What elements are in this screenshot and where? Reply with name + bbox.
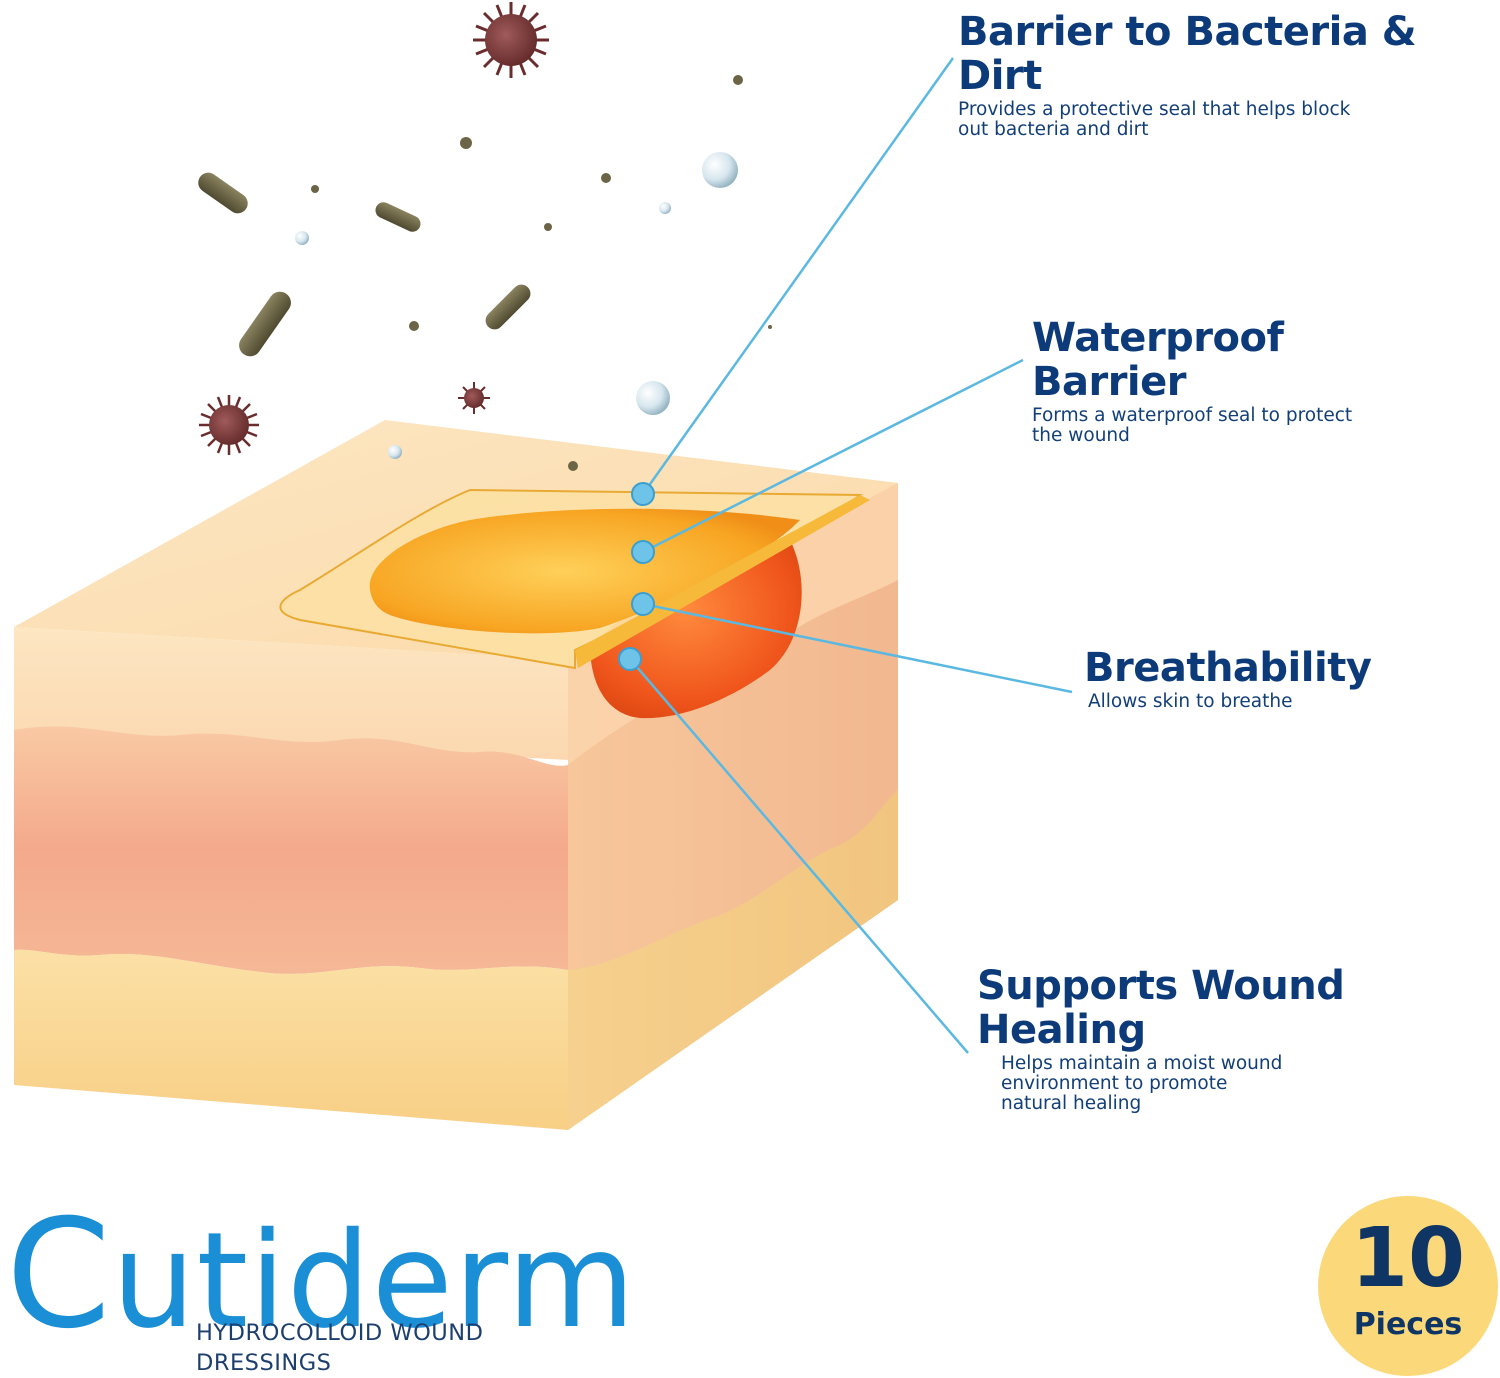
dirt-speck [733,75,743,85]
bacteria-group [198,172,531,357]
leader-line-healing [629,658,969,1054]
leader-dots [618,482,655,671]
bacteria-rod-icon [375,202,421,232]
leader-lines [629,57,1073,1054]
fat-layer [14,949,568,1130]
water-droplet-icon [388,445,402,459]
callout-title: Barrier to Bacteria & Dirt [958,9,1417,99]
dirt-specks [311,75,772,471]
brand-name-rest: utiderm [111,1204,637,1358]
callout-text: Provides a protective seal that helps bl… [958,99,1351,140]
callout-text: Forms a waterproof seal to protect the w… [1032,405,1353,446]
virus-group [199,2,549,455]
callout-text: Helps maintain a moist wound environment… [1001,1053,1283,1114]
water-droplet-icon [295,231,309,245]
leader-line-breathability [642,602,1073,694]
leader-line-waterproof [642,358,1024,554]
virus-icon [199,395,259,455]
dirt-speck [601,173,611,183]
callout-title: Waterproof Barrier [1032,315,1284,405]
dressing-gel [369,508,800,634]
water-droplets [295,152,738,459]
dermis-layer [14,726,568,974]
callout-breathability: Breathability Allows skin to breathe [1084,646,1484,712]
pieces-label: Pieces [1353,1307,1463,1342]
leader-dot-healing [618,647,642,671]
leader-dot-breathability [631,592,655,616]
water-droplet-icon [659,202,671,214]
water-droplet-icon [636,381,670,415]
leader-dot-barrier [631,482,655,506]
callout-title: Breathability [1084,645,1372,691]
callout-waterproof: Waterproof Barrier Forms a waterproof se… [1032,316,1472,446]
leader-line-barrier [641,57,955,495]
dirt-speck [409,321,419,331]
pieces-count: 10 [1350,1211,1466,1306]
brand-initial: C [6,1188,112,1362]
epidermis-layer [14,627,568,760]
bacteria-rod-icon [198,172,248,214]
dirt-speck [460,137,472,149]
brand-logo: Cutiderm HYDROCOLLOID WOUND DRESSINGS [6,1200,635,1376]
callout-healing: Supports Wound Healing Helps maintain a … [977,964,1477,1114]
virus-icon [458,382,490,414]
pieces-badge: 10 Pieces [1318,1196,1498,1376]
dirt-speck [311,185,319,193]
dressing-edge [575,495,870,668]
dirt-speck [544,223,552,231]
leader-dot-waterproof [631,540,655,564]
dirt-speck [568,461,578,471]
callout-title: Supports Wound Healing [977,963,1345,1053]
callout-barrier: Barrier to Bacteria & Dirt Provides a pr… [958,10,1498,140]
virus-icon [473,2,549,78]
bacteria-rod-icon [485,284,531,330]
brand-name: Cutiderm [6,1200,636,1356]
water-droplet-icon [702,152,738,188]
callout-text: Allows skin to breathe [1088,691,1293,712]
bacteria-rod-icon [239,291,291,357]
brand-subtitle: HYDROCOLLOID WOUND DRESSINGS [196,1320,484,1376]
dirt-speck [768,325,772,329]
